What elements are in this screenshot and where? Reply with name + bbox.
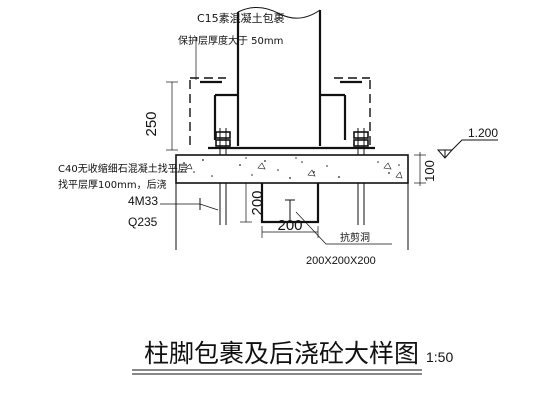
svg-text:抗剪洞: 抗剪洞 bbox=[340, 231, 370, 244]
grout-note: C40无收缩细石混凝土找平层 找平层厚100mm，后浇 bbox=[58, 162, 188, 191]
svg-text:200: 200 bbox=[277, 217, 302, 234]
svg-text:Q235: Q235 bbox=[128, 215, 158, 229]
drawing-title-block: 柱脚包裹及后浇砼大样图 1:50 bbox=[132, 339, 453, 375]
drawing-title: 柱脚包裹及后浇砼大样图 bbox=[144, 339, 419, 368]
drawing-scale: 1:50 bbox=[426, 349, 453, 365]
svg-text:C15素混凝土包裹: C15素混凝土包裹 bbox=[197, 11, 285, 25]
dimension-pocket-depth: 200 bbox=[240, 182, 266, 223]
svg-text:100: 100 bbox=[422, 160, 437, 182]
steel-column bbox=[236, 7, 322, 146]
dimension-encasement-height: 250 bbox=[143, 81, 178, 151]
grout-layer bbox=[175, 154, 409, 184]
svg-text:200: 200 bbox=[249, 190, 266, 215]
svg-text:250: 250 bbox=[143, 111, 160, 136]
dimension-pocket-width: 200 bbox=[261, 217, 319, 238]
svg-text:1.200: 1.200 bbox=[468, 126, 498, 140]
shear-key-note: 抗剪洞 200X200X200 bbox=[295, 211, 392, 267]
concrete-encasement bbox=[189, 77, 371, 150]
encasement-note: C15素混凝土包裹 保护层厚度大于 50mm bbox=[178, 11, 285, 80]
svg-text:保护层厚度大于 50mm: 保护层厚度大于 50mm bbox=[178, 34, 283, 47]
stiffener-plates bbox=[213, 93, 347, 140]
svg-text:找平层厚100mm，后浇: 找平层厚100mm，后浇 bbox=[58, 178, 167, 191]
bolt-note: 4M33 Q235 bbox=[128, 194, 219, 229]
shear-key-pocket bbox=[260, 183, 320, 224]
elevation-marker: 1.200 bbox=[436, 126, 498, 159]
svg-text:4M33: 4M33 bbox=[128, 194, 158, 208]
dimension-grout-thickness: 100 bbox=[414, 152, 437, 186]
svg-text:200X200X200: 200X200X200 bbox=[306, 255, 376, 267]
svg-text:C40无收缩细石混凝土找平层: C40无收缩细石混凝土找平层 bbox=[58, 162, 188, 175]
